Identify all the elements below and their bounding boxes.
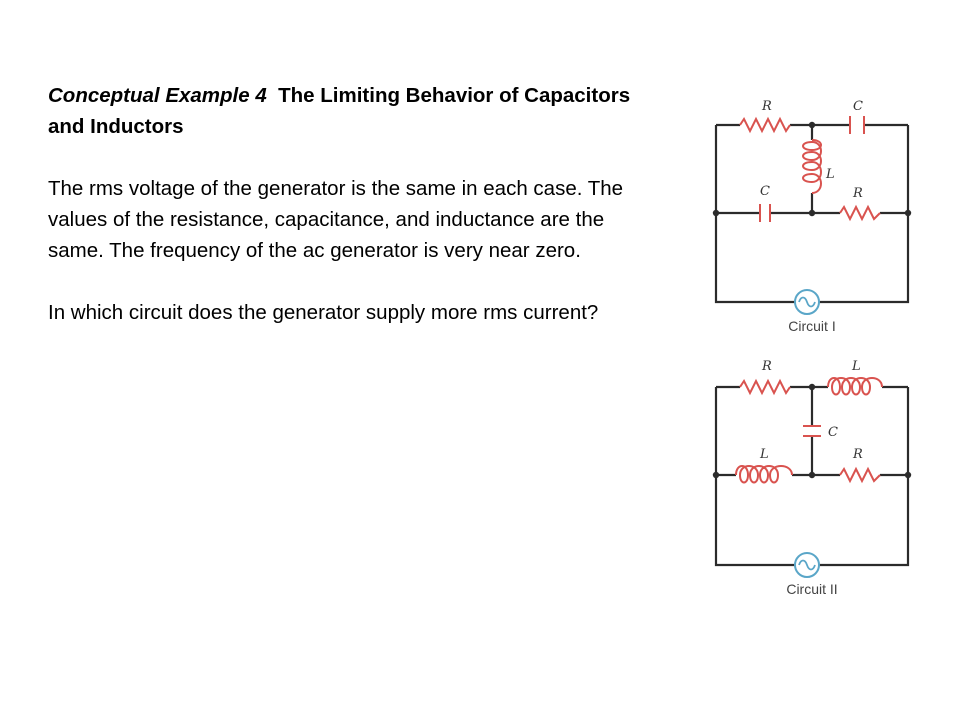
resistor-icon — [739, 116, 791, 134]
label-resistor-bottom: R — [852, 186, 863, 201]
question: In which circuit does the generator supp… — [48, 301, 599, 324]
junction-dot — [808, 471, 816, 479]
label-inductor-middle: L — [825, 167, 835, 182]
inductor-icon — [735, 465, 793, 484]
capacitor-icon — [849, 116, 865, 134]
circuit-2-caption: Circuit II — [786, 581, 837, 597]
inductor-icon — [802, 139, 822, 194]
circuit-diagram-2: R L C L R Circuit II — [712, 359, 912, 597]
label-capacitor-top: C — [853, 99, 863, 114]
resistor-icon — [839, 466, 881, 484]
slide-title: Conceptual Example 4 The Limiting Behavi… — [48, 80, 638, 142]
resistor-icon — [839, 204, 881, 222]
label-inductor-top: L — [851, 359, 861, 374]
junction-dot — [904, 471, 912, 479]
example-label: Conceptual Example 4 — [48, 84, 267, 107]
wire — [714, 125, 795, 304]
ac-generator-icon — [794, 552, 820, 578]
junction-dot — [808, 209, 816, 217]
junction-dot — [904, 209, 912, 217]
wire — [714, 387, 795, 567]
label-resistor-bottom: R — [852, 447, 863, 462]
circuit-1-caption: Circuit I — [788, 318, 835, 334]
capacitor-icon — [803, 425, 821, 437]
wire — [819, 125, 910, 304]
problem-statement: The rms voltage of the generator is the … — [48, 177, 624, 262]
label-resistor-top: R — [761, 99, 772, 114]
junction-dot — [808, 121, 816, 129]
capacitor-icon — [759, 204, 771, 222]
ac-generator-icon — [794, 289, 820, 315]
label-resistor-top: R — [761, 359, 772, 374]
label-capacitor-bottom: C — [760, 184, 770, 199]
wire — [819, 387, 910, 567]
label-inductor-bottom: L — [759, 447, 769, 462]
inductor-icon — [827, 377, 883, 396]
junction-dot — [712, 209, 720, 217]
example-title: The Limiting Behavior of Capacitors and … — [48, 84, 631, 138]
label-capacitor-middle: C — [828, 425, 838, 440]
junction-dot — [712, 471, 720, 479]
slide-text: Conceptual Example 4 The Limiting Behavi… — [48, 80, 638, 328]
resistor-icon — [739, 378, 791, 396]
junction-dot — [808, 383, 816, 391]
circuit-diagram-1: R C L C R Circuit I — [712, 99, 912, 334]
